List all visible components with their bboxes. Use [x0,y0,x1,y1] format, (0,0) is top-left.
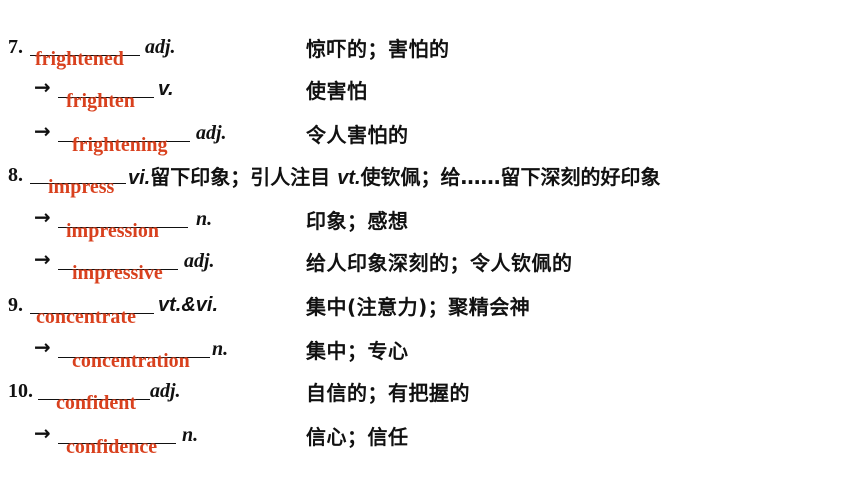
answer-word: confident [56,392,136,414]
chinese-meaning: 使钦佩；给……留下深刻的好印象 [360,165,661,189]
part-of-speech: vt.&vi. [158,294,219,316]
item-number: 8. [8,164,23,186]
answer-word: concentrate [36,306,136,328]
answer-blank: concentration [58,350,210,372]
answer-word: frightened [35,48,124,70]
answer-blank: impressive [58,262,178,284]
answer-blank: frightened [30,48,140,70]
part-of-speech: n. [212,338,229,360]
answer-blank: impression [58,220,188,242]
answer-word: confidence [66,436,158,458]
arrow-icon: → [34,205,51,229]
answer-word: impressive [72,262,163,284]
part-of-speech: n. [182,424,199,446]
arrow-icon: → [34,421,51,445]
chinese-meaning: 惊吓的；害怕的 [306,37,450,61]
part-of-speech: n. [196,208,213,230]
part-of-speech: adj. [150,380,181,402]
chinese-meaning: 使害怕 [306,79,368,103]
answer-word: frightening [72,134,168,156]
answer-blank: impress [30,176,126,198]
answer-word: impress [48,176,115,198]
chinese-meaning: 印象；感想 [306,209,409,233]
answer-word: concentration [72,350,190,372]
arrow-icon: → [34,247,51,271]
arrow-icon: → [34,119,51,143]
chinese-meaning: 集中；专心 [306,339,409,363]
part-of-speech: adj. [145,36,176,58]
chinese-meaning: 信心；信任 [306,425,409,449]
answer-blank: concentrate [30,306,154,328]
chinese-meaning: 留下印象；引人注目 [150,165,338,189]
item-number: 7. [8,36,23,58]
inline-definition: vi.留下印象；引人注目 vt.使钦佩；给……留下深刻的好印象 [128,161,661,190]
part-of-speech: vi. [128,167,151,189]
part-of-speech: adj. [196,122,227,144]
answer-blank: frighten [58,90,154,112]
answer-word: frighten [66,90,135,112]
answer-word: impression [66,220,159,242]
chinese-meaning: 给人印象深刻的；令人钦佩的 [306,251,573,275]
arrow-icon: → [34,335,51,359]
item-number: 9. [8,294,23,316]
item-number: 10. [8,380,33,402]
chinese-meaning: 自信的；有把握的 [306,381,470,405]
part-of-speech: vt. [337,167,361,189]
answer-blank: frightening [58,134,190,156]
part-of-speech: adj. [184,250,215,272]
chinese-meaning: 集中(注意力)；聚精会神 [306,295,531,319]
part-of-speech: v. [158,78,174,100]
answer-blank: confidence [58,436,176,458]
chinese-meaning: 令人害怕的 [306,123,409,147]
arrow-icon: → [34,75,51,99]
answer-blank: confident [38,392,150,414]
